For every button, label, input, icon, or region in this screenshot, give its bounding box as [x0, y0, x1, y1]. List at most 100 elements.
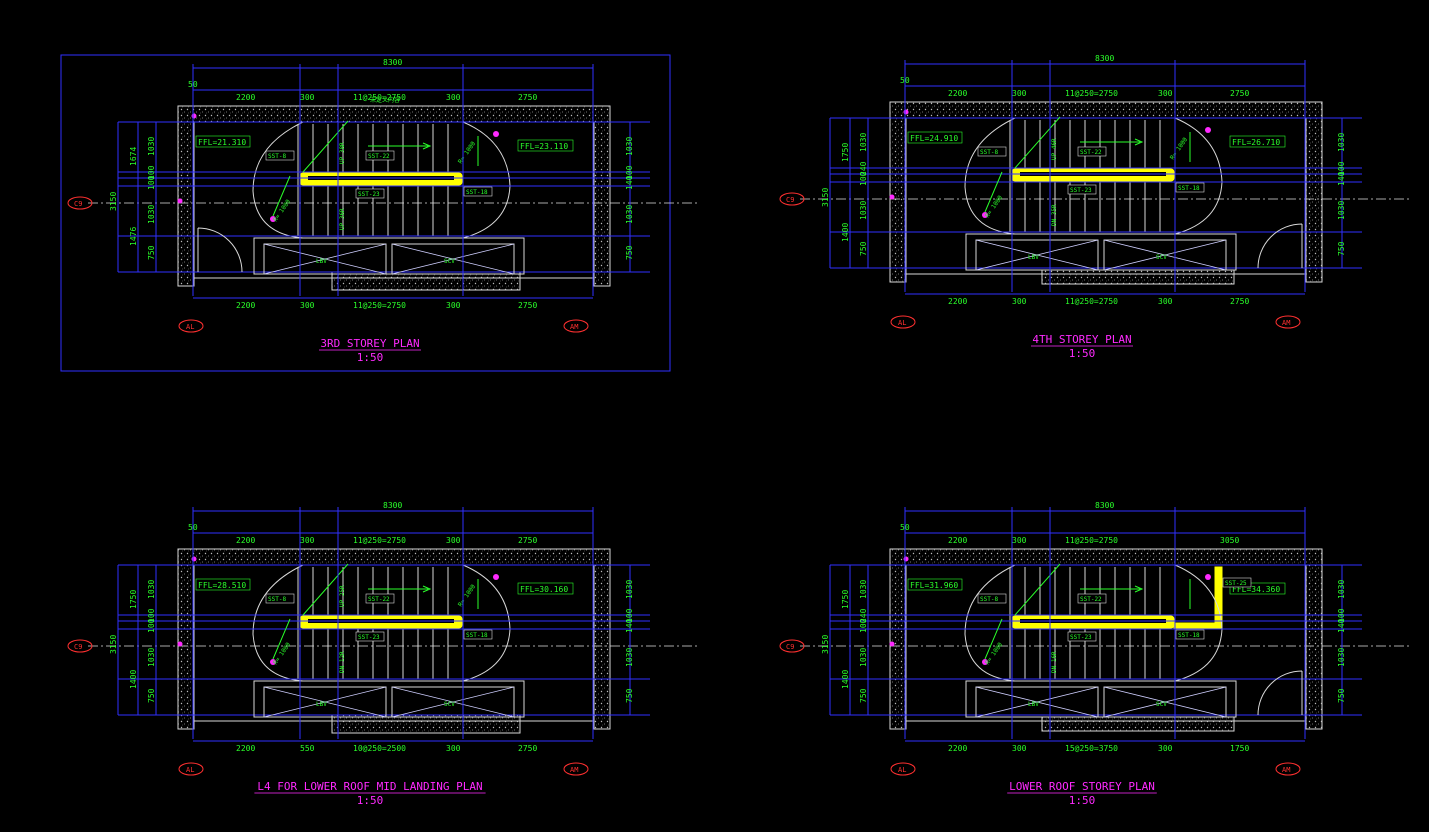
- dim-bottom: 2200: [948, 297, 967, 306]
- lift-shaft: [1103, 239, 1227, 271]
- marker: [191, 556, 197, 562]
- dim-top: 300: [1012, 536, 1027, 545]
- dim-left: 1476: [129, 227, 138, 246]
- dim-right: 100: [625, 608, 634, 623]
- grid-bubble-al: [890, 315, 916, 329]
- dim-left-inner: 750: [147, 245, 156, 260]
- left-wall: [889, 564, 907, 730]
- dim-left-inner: 100: [147, 618, 156, 633]
- dim-left: 1674: [129, 147, 138, 166]
- marker: [982, 212, 988, 218]
- marker: [493, 574, 499, 580]
- marker: [177, 198, 183, 204]
- sst-tag-box: [355, 188, 385, 199]
- radius-label: R= 1000: [1169, 136, 1189, 161]
- dim-right: 1030: [1337, 648, 1346, 667]
- ffl-box: [1229, 582, 1286, 595]
- grid-bubble-al: [178, 762, 204, 776]
- grid-label: C9: [786, 196, 794, 204]
- dim-top: 300: [300, 536, 315, 545]
- marker: [903, 556, 909, 562]
- stair-annotation: DN 12R: [339, 651, 346, 673]
- ffl-box: [517, 582, 574, 595]
- lift-core: [253, 680, 525, 718]
- dim-top: 2200: [948, 89, 967, 98]
- dim-left-inner: 1030: [859, 201, 868, 220]
- sst-tag: SST-22: [1080, 149, 1102, 156]
- bottom-slab: [1041, 269, 1235, 285]
- sst-tag-box: [365, 593, 395, 604]
- curve-right: [462, 121, 511, 239]
- dim-bottom: 300: [446, 744, 461, 753]
- up-arrow: [1080, 585, 1144, 593]
- plan-scale: 1:50: [357, 794, 384, 807]
- dim-right: 750: [625, 245, 634, 260]
- left-wall: [889, 117, 907, 283]
- lift-cross: [391, 686, 515, 718]
- grid-bubble-c9: [67, 196, 93, 210]
- dim-left-total: 3150: [109, 635, 118, 654]
- dim-left-inner: 240: [859, 161, 868, 176]
- dim-right: 1030: [1337, 133, 1346, 152]
- dim-bottom: 2750: [518, 744, 537, 753]
- lift-cross: [975, 686, 1099, 718]
- curve-left: [252, 564, 304, 682]
- sst-tag: SST-25: [1225, 580, 1247, 587]
- lift-shaft: [975, 686, 1099, 718]
- sst-tag: SST-18: [466, 189, 488, 196]
- top-wall: [177, 105, 611, 123]
- bottom-slab: [331, 714, 521, 734]
- dim-bottom: 2750: [1230, 297, 1249, 306]
- stair-annotation: DN 35R: [1051, 204, 1058, 226]
- marker: [982, 659, 988, 665]
- bottom-slab: [331, 271, 521, 291]
- dim-left: 1750: [841, 143, 850, 162]
- plan-scale: 1:50: [1069, 347, 1096, 360]
- ffl-box: [517, 139, 574, 152]
- curve-right: [1174, 117, 1223, 235]
- dim-top: 11@250=2750: [1065, 89, 1118, 98]
- stair-annotation: UP 46R: [1051, 138, 1058, 160]
- dim-total: 8300: [383, 58, 402, 67]
- ffl-left: FFL=21.310: [198, 138, 246, 147]
- stair-annotation: DN 16R: [1051, 651, 1058, 673]
- dim-top: 2200: [236, 93, 255, 102]
- left-wall: [177, 121, 195, 287]
- grid-bubble-am: [1275, 315, 1301, 329]
- dim-right: 100: [625, 165, 634, 180]
- radius-label: R= 1000: [457, 583, 477, 608]
- top-wall: [889, 101, 1323, 119]
- sst-tag: SST-22: [368, 596, 390, 603]
- lift-shaft: [975, 239, 1099, 271]
- dim-top: 11@250=2750: [353, 93, 406, 102]
- marker: [191, 113, 197, 119]
- dim-left-inner: 1030: [859, 648, 868, 667]
- dim-right: 750: [1337, 688, 1346, 703]
- sst-tag: SST-23: [358, 634, 380, 641]
- dim-bottom: 2750: [518, 301, 537, 310]
- lift-cross: [263, 243, 387, 275]
- sst-tag: SST-18: [466, 632, 488, 639]
- curve-left: [964, 117, 1016, 235]
- leader: [1014, 116, 1061, 169]
- dim-right: 100: [1337, 161, 1346, 176]
- lift-cross: [1103, 239, 1227, 271]
- marker: [889, 194, 895, 200]
- dim-total: 8300: [1095, 501, 1114, 510]
- marker: [1205, 574, 1211, 580]
- sst-tag: SST-8: [268, 153, 286, 160]
- dim-bottom: 2200: [948, 744, 967, 753]
- right-wall: [1305, 117, 1323, 283]
- dim-right: 140: [625, 618, 634, 633]
- dim-top: 2200: [236, 536, 255, 545]
- lift-cross: [975, 239, 1099, 271]
- marker: [493, 131, 499, 137]
- sst-tag-box: [1077, 146, 1107, 157]
- dim-total: 8300: [1095, 54, 1114, 63]
- lift-cross: [391, 243, 515, 275]
- marker: [270, 659, 276, 665]
- lift-core: [965, 680, 1237, 718]
